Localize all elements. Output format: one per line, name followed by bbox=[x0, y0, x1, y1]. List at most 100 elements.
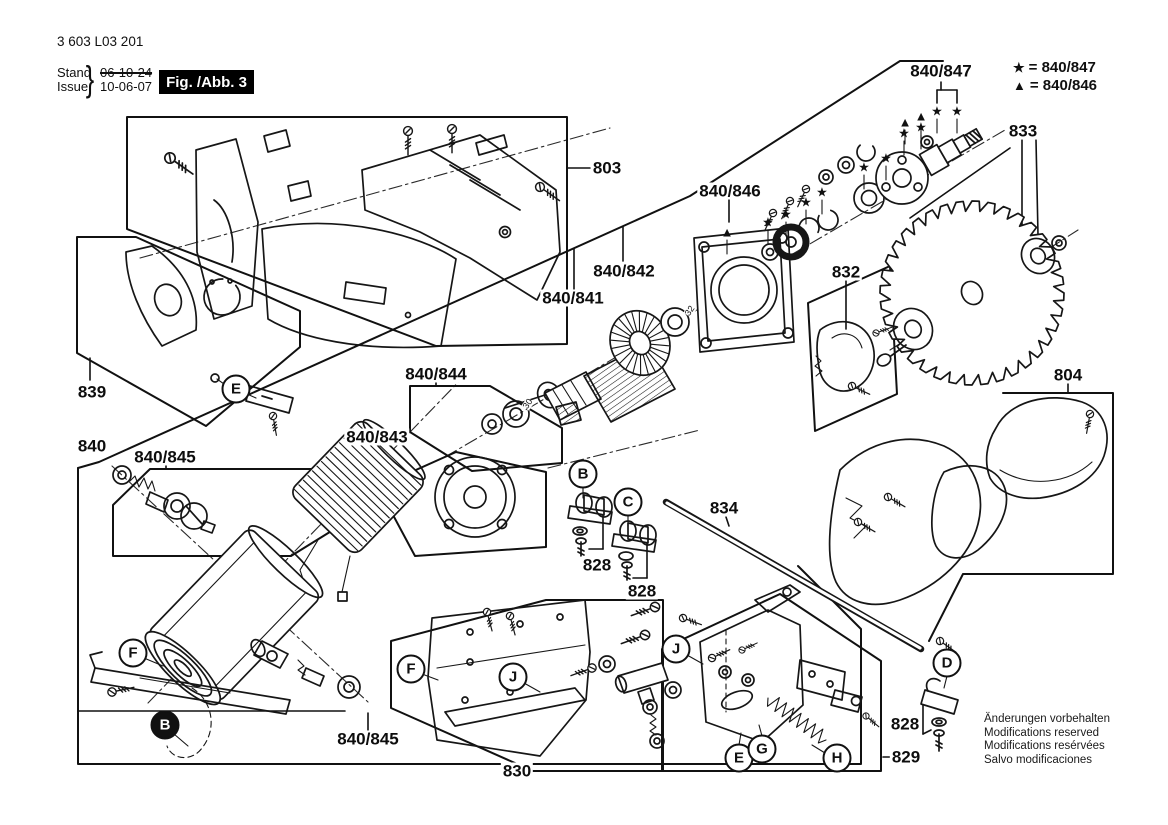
artwork-shape bbox=[509, 407, 523, 421]
artwork-shape bbox=[575, 492, 593, 514]
artwork-shape bbox=[699, 609, 804, 743]
artwork-shape bbox=[429, 149, 521, 211]
artwork-shape bbox=[89, 651, 103, 669]
artwork-shape bbox=[567, 505, 613, 525]
clamp-828-b bbox=[567, 492, 613, 557]
artwork-shape bbox=[860, 189, 878, 207]
artwork-shape bbox=[822, 173, 830, 181]
artwork-shape bbox=[112, 465, 132, 485]
artwork-shape bbox=[721, 668, 729, 676]
artwork-shape bbox=[718, 665, 732, 679]
bracket-828-b bbox=[588, 512, 604, 550]
artwork-shape bbox=[718, 264, 770, 316]
artwork-shape bbox=[618, 318, 633, 335]
artwork-shape bbox=[831, 333, 863, 349]
artwork-shape bbox=[90, 667, 291, 715]
artwork-shape bbox=[928, 392, 1114, 642]
artwork-shape bbox=[1051, 235, 1067, 251]
artwork-shape bbox=[642, 353, 649, 375]
artwork-shape bbox=[785, 236, 797, 248]
marker-drop-lines bbox=[726, 118, 958, 255]
triangle-icon: ▲ bbox=[1013, 78, 1026, 93]
artwork-shape bbox=[180, 502, 208, 530]
artwork-shape bbox=[963, 127, 984, 148]
artwork-shape bbox=[436, 644, 586, 669]
artwork-shape bbox=[343, 437, 408, 500]
artwork-shape bbox=[337, 591, 348, 602]
artwork-shape bbox=[853, 182, 885, 214]
artwork-shape bbox=[209, 279, 215, 285]
artwork-shape bbox=[404, 311, 412, 319]
artwork-shape bbox=[741, 673, 755, 687]
artwork-shape bbox=[720, 689, 754, 711]
artwork-shape bbox=[931, 465, 1008, 559]
bracket-840-847 bbox=[936, 81, 958, 104]
armature-840-841 bbox=[504, 307, 690, 426]
artwork-shape bbox=[77, 60, 944, 469]
artwork-shape bbox=[1020, 237, 1056, 275]
artwork-shape bbox=[808, 670, 816, 678]
artwork-shape bbox=[153, 283, 183, 317]
artwork-shape bbox=[632, 353, 639, 373]
arbor-screw bbox=[876, 344, 907, 367]
artwork-shape bbox=[547, 429, 701, 469]
artwork-shape bbox=[611, 344, 631, 349]
artwork-shape bbox=[816, 320, 875, 392]
stand-date: 06-10-24 bbox=[100, 65, 153, 80]
artwork-shape bbox=[649, 343, 670, 347]
artwork-shape bbox=[846, 380, 872, 399]
issue-label: Issue bbox=[57, 78, 89, 94]
artwork-shape bbox=[610, 339, 631, 343]
artwork-shape bbox=[649, 714, 657, 736]
artwork-shape bbox=[343, 681, 355, 693]
artwork-shape bbox=[782, 327, 794, 339]
artwork-shape bbox=[247, 525, 324, 599]
artwork-shape bbox=[263, 129, 291, 153]
group-box-840 bbox=[77, 60, 944, 765]
artwork-shape bbox=[618, 551, 634, 561]
artwork-shape bbox=[798, 217, 820, 239]
group-box-829 bbox=[661, 593, 882, 772]
artwork-shape bbox=[125, 245, 198, 347]
artwork-shape bbox=[960, 280, 984, 306]
legend-entry: ▲= 840/846 bbox=[1013, 77, 1097, 94]
group-box-832 bbox=[807, 265, 898, 432]
artwork-shape bbox=[811, 744, 826, 754]
artwork-shape bbox=[875, 151, 929, 205]
artwork-shape bbox=[648, 329, 666, 339]
artwork-shape bbox=[852, 516, 878, 536]
artwork-shape bbox=[931, 717, 947, 727]
lever-832 bbox=[814, 320, 894, 399]
stand-issue-brace: } bbox=[85, 58, 95, 99]
artwork-shape bbox=[725, 516, 730, 527]
legend-entry-text: = 840/847 bbox=[1028, 59, 1096, 76]
artwork-shape bbox=[343, 281, 387, 305]
artwork-shape bbox=[444, 687, 586, 727]
artwork-shape bbox=[475, 134, 508, 156]
artwork-shape bbox=[964, 133, 977, 145]
t-spacer-group bbox=[598, 655, 682, 749]
spring bbox=[766, 697, 827, 744]
revision-dates: 06-10-24 10-06-07 bbox=[100, 66, 152, 93]
artwork-shape bbox=[918, 127, 984, 177]
clamp-828-d bbox=[920, 677, 959, 752]
artwork-shape bbox=[623, 571, 631, 576]
artwork-shape bbox=[268, 411, 281, 437]
artwork-shape bbox=[664, 681, 682, 699]
artwork-shape bbox=[638, 311, 641, 333]
artwork-shape bbox=[628, 600, 662, 621]
artwork-shape bbox=[421, 673, 439, 681]
artwork-shape bbox=[245, 385, 294, 414]
artwork-shape bbox=[772, 223, 810, 261]
artwork-shape bbox=[501, 228, 509, 236]
artwork-shape bbox=[595, 496, 613, 518]
artwork-shape bbox=[487, 419, 497, 429]
pivot-assembly-829 bbox=[677, 584, 882, 744]
artwork-shape bbox=[213, 591, 307, 688]
carbon-brush bbox=[555, 401, 582, 426]
artwork-shape bbox=[570, 380, 587, 406]
artwork-shape bbox=[210, 373, 220, 383]
artwork-shape bbox=[641, 313, 648, 333]
artwork-shape bbox=[925, 677, 941, 692]
